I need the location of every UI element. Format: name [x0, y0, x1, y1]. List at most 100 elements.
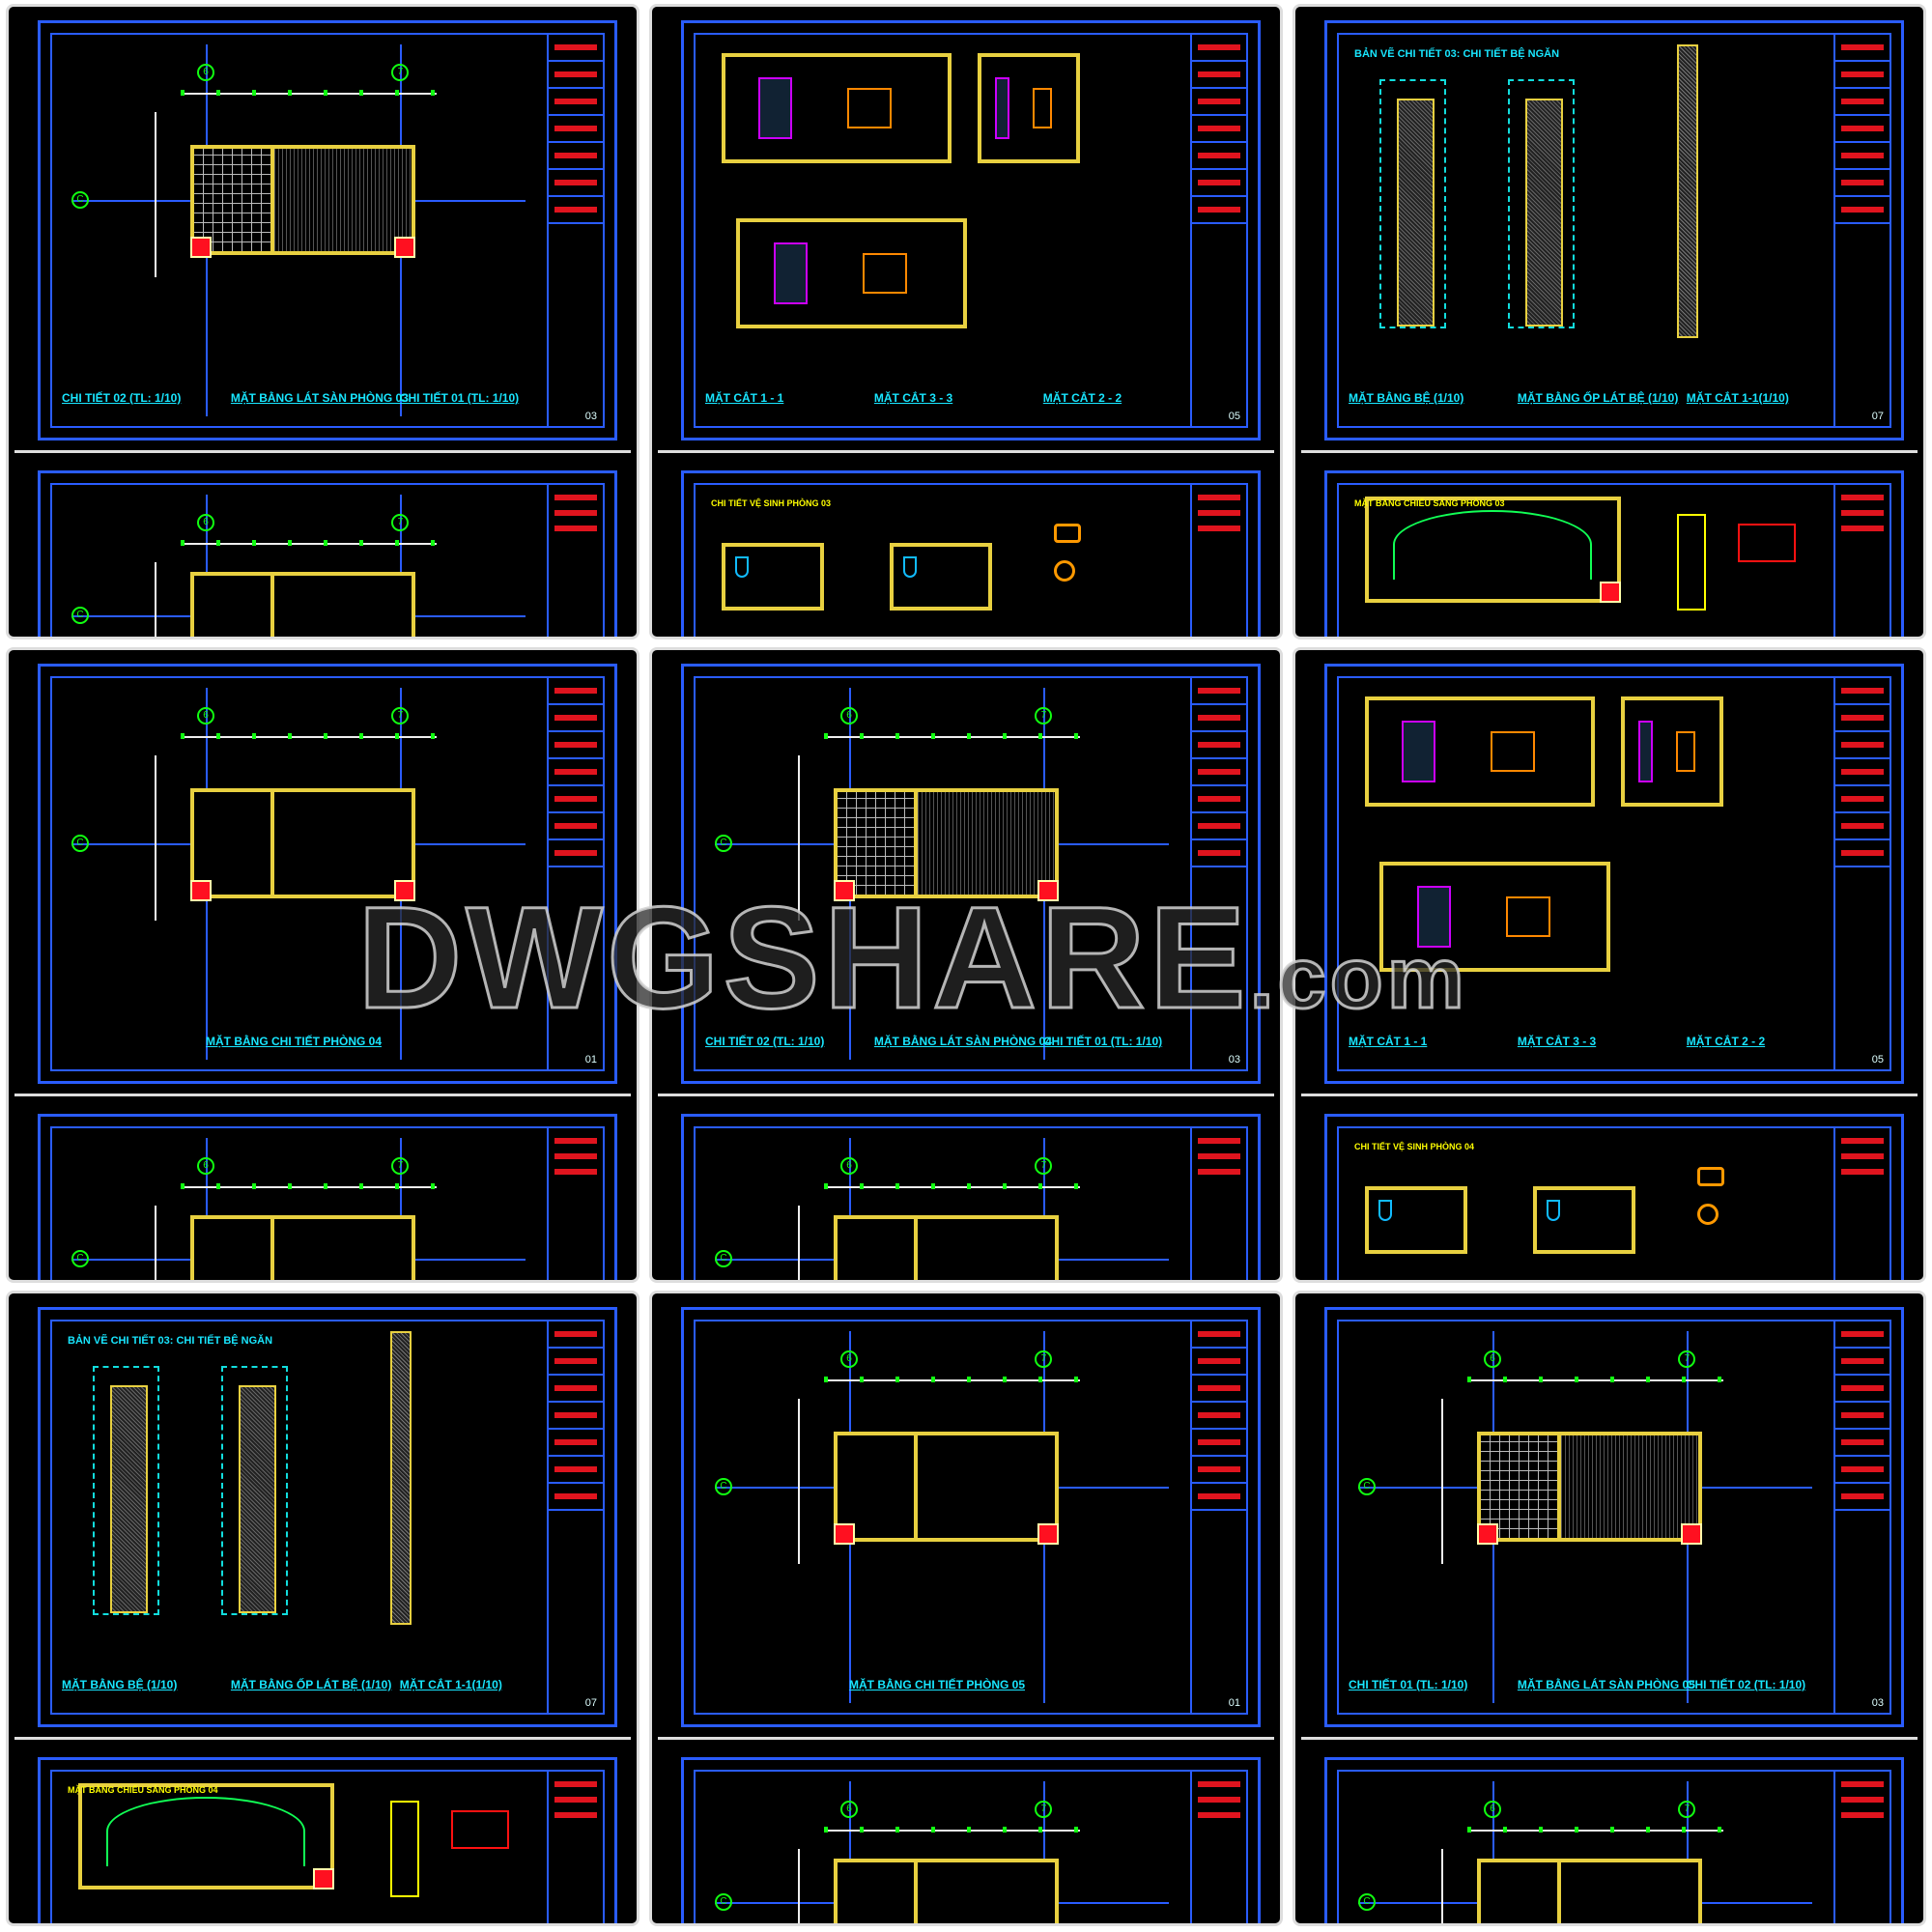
- drawing-title: CHI TIẾT 02 (TL: 1/10): [705, 1035, 825, 1048]
- title-block-divider: [1192, 730, 1246, 732]
- structural-column: [312, 1868, 334, 1889]
- dimension-tick: [180, 90, 185, 96]
- title-block-stamp: [1192, 796, 1246, 802]
- drawing-title: CHI TIẾT 01 (TL: 1/10): [399, 391, 520, 405]
- title-block-divider: [1835, 730, 1889, 732]
- title-block-stamp: [1835, 1358, 1889, 1364]
- title-block-divider: [549, 195, 603, 197]
- title-block-stamp: [1192, 1797, 1246, 1803]
- grid-bubble: 7: [1678, 1801, 1696, 1818]
- title-block-stamp: [1192, 207, 1246, 213]
- dimension-line: [798, 755, 800, 921]
- dimension-tick: [1502, 1827, 1507, 1833]
- sheet-frame: CHI TIẾT VỆ SINH PHÒNG 03: [681, 470, 1261, 637]
- fixture-legend: [1054, 524, 1081, 543]
- title-block-stamp: [549, 526, 603, 531]
- structural-column: [394, 237, 416, 258]
- wiring: [106, 1797, 305, 1866]
- partition-wall: [1556, 1435, 1561, 1538]
- dimension-line: [180, 543, 437, 545]
- title-block-stamp: [1192, 1439, 1246, 1445]
- title-block-stamp: [1835, 1385, 1889, 1391]
- title-block-stamp: [1192, 510, 1246, 516]
- title-block-divider: [549, 703, 603, 705]
- sheet-number: 01: [1228, 1697, 1240, 1709]
- title-block-divider: [1835, 1509, 1889, 1511]
- dimension-tick: [1038, 1377, 1043, 1382]
- title-block-divider: [549, 1347, 603, 1349]
- title-block-divider: [1192, 1455, 1246, 1457]
- dimension-tick: [1466, 1827, 1471, 1833]
- title-block-stamp: [549, 126, 603, 131]
- title-block-stamp: [549, 1331, 603, 1337]
- distribution-board: [451, 1810, 510, 1849]
- drawing-area: CHI TIẾT VỆ SINH PHÒNG 03: [694, 483, 1248, 637]
- structural-column: [190, 237, 213, 258]
- grid-bubble: C: [1358, 1893, 1376, 1911]
- title-block-stamp: [1192, 1385, 1246, 1391]
- title-block-stamp: [1835, 526, 1889, 531]
- title-block-stamp: [1192, 1493, 1246, 1499]
- fixture: [847, 87, 893, 129]
- section-elevation: [736, 218, 967, 328]
- drawing-title: CHI TIẾT 02 (TL: 1/10): [1686, 1678, 1806, 1691]
- title-block-divider: [1835, 1428, 1889, 1430]
- dimension-tick: [180, 540, 185, 546]
- room-plan: [1477, 1432, 1703, 1542]
- grid-bubble: 7: [391, 514, 410, 531]
- wiring: [1393, 510, 1592, 580]
- dimension-line: [823, 1830, 1080, 1832]
- grid-bubble: 6: [197, 1157, 214, 1175]
- title-block-divider: [1192, 1428, 1246, 1430]
- structural-column: [834, 880, 856, 901]
- axis-line: [1043, 1781, 1046, 1923]
- sheet-number: 05: [1228, 411, 1240, 422]
- title-block-divider: [1835, 195, 1889, 197]
- plinth-fill: [1524, 98, 1563, 327]
- dimension-tick: [895, 1183, 899, 1189]
- title-block: [1190, 1128, 1246, 1280]
- dimension-tick: [1609, 1827, 1614, 1833]
- dimension-tick: [1682, 1377, 1687, 1382]
- title-block-stamp: [1192, 715, 1246, 721]
- title-block-divider: [1835, 222, 1889, 224]
- dimension-tick: [966, 1183, 971, 1189]
- riser-diagram: [389, 1801, 419, 1897]
- drawing-title: MẶT CẮT 3 - 3: [1517, 1035, 1597, 1048]
- dimension-line: [823, 736, 1080, 738]
- dimension-tick: [395, 733, 400, 739]
- grid-bubble: 7: [391, 1157, 410, 1175]
- dimension-line: [1466, 1830, 1723, 1832]
- dimension-tick: [1718, 1827, 1722, 1833]
- tile-grid: [194, 149, 270, 251]
- plinth-fill: [110, 1384, 149, 1613]
- toilet-fixture: [1378, 1200, 1392, 1221]
- fixture: [1676, 730, 1695, 773]
- drawing-title: MẶT BẰNG BỆ (1/10): [62, 1678, 178, 1691]
- title-block: [1833, 1128, 1889, 1280]
